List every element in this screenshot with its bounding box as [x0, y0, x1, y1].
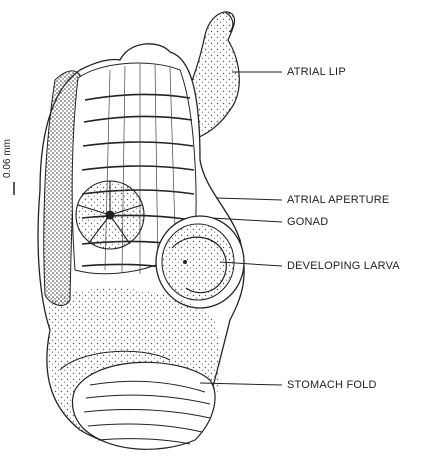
label-developing-larva: DEVELOPING LARVA [287, 260, 400, 272]
gonad-rosette [76, 181, 144, 249]
label-gonad: GONAD [287, 216, 328, 228]
scale-bar-label: 0.06 mm [2, 139, 13, 178]
label-stomach-fold: STOMACH FOLD [287, 379, 377, 391]
label-atrial-aperture: ATRIAL APERTURE [287, 194, 389, 206]
developing-larva [156, 216, 244, 308]
stomach [72, 362, 215, 449]
label-atrial-lip: ATRIAL LIP [287, 66, 346, 78]
